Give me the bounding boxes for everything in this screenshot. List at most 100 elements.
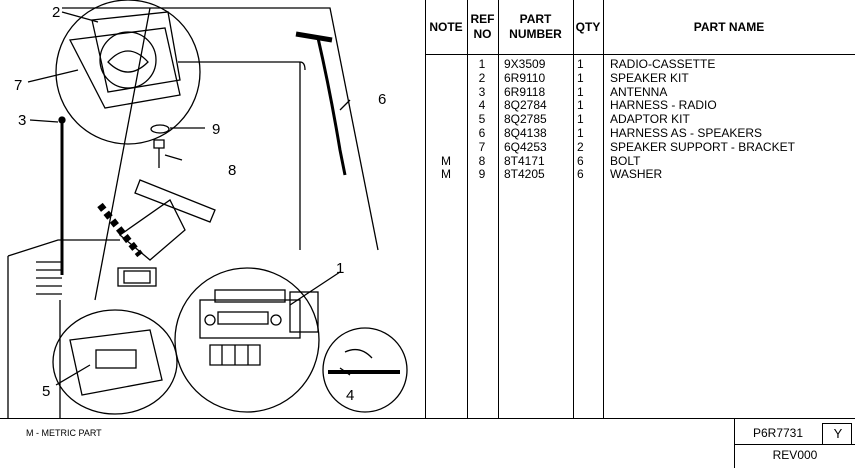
window-frame — [178, 61, 306, 71]
radio-knob-left — [204, 314, 216, 326]
doc-number: P6R7731 — [752, 426, 804, 440]
row-qty: 6 — [577, 167, 584, 182]
header-note-label: NOTE — [429, 19, 463, 34]
radio-display — [214, 289, 286, 303]
header-part-line2: NUMBER — [509, 27, 562, 41]
revision: REV000 — [772, 448, 818, 462]
row-note: M — [441, 167, 451, 182]
cab-lower-frame — [7, 239, 120, 418]
row-qty: 1 — [577, 98, 584, 113]
row-part-number: 8Q2785 — [504, 112, 547, 127]
callout-7: 7 — [14, 77, 22, 94]
row-qty: 1 — [577, 126, 584, 140]
header-qty-label: QTY — [575, 19, 601, 34]
cab-frame — [62, 7, 379, 301]
col-divider — [573, 0, 574, 418]
row-part-name: RADIO-CASSETTE — [610, 57, 716, 71]
row-ref-no: 6 — [478, 126, 486, 140]
header-ref-line2: NO — [473, 27, 492, 41]
harness-lead — [344, 348, 373, 359]
row-ref-no: 7 — [478, 139, 486, 154]
col-divider — [603, 0, 604, 418]
row-part-number: 8Q2784 — [504, 98, 547, 113]
row-part-number: 8T4205 — [504, 167, 545, 182]
row-ref-no: 3 — [478, 84, 486, 99]
row-part-number: 6R9118 — [504, 84, 546, 99]
control-buttons — [209, 344, 261, 366]
row-part-name: ADAPTOR KIT — [610, 112, 690, 127]
adaptor-detail-circle — [52, 309, 178, 415]
header-part-line1: PART — [519, 12, 552, 26]
footer-box-left — [734, 418, 735, 468]
row-ref-no: 4 — [478, 98, 486, 113]
row-part-name: ANTENNA — [610, 84, 668, 99]
row-qty: 1 — [577, 70, 584, 85]
row-part-name: WASHER — [610, 167, 663, 182]
callout-9: 9 — [212, 121, 220, 138]
radio-panel — [199, 299, 301, 339]
header-part-name: PART NAME — [603, 0, 855, 54]
harness-connector — [295, 31, 333, 43]
table-row: 2 6R9110 1 SPEAKER KIT — [425, 71, 855, 85]
speaker-harness — [316, 37, 347, 176]
row-qty: 2 — [577, 139, 584, 154]
row-qty: 1 — [577, 84, 584, 99]
table-border-left — [425, 0, 426, 418]
callout-5: 5 — [42, 383, 50, 400]
row-ref-no: 5 — [478, 112, 486, 127]
row-ref-no: 2 — [478, 70, 486, 85]
row-part-name: SPEAKER KIT — [610, 70, 689, 85]
row-ref-no: 1 — [478, 57, 486, 71]
row-part-number: 9X3509 — [504, 57, 546, 71]
radio-detail-circle — [174, 267, 320, 413]
header-part-number: PART NUMBER — [498, 0, 573, 54]
col-divider — [498, 0, 499, 418]
footer-box-div — [822, 423, 823, 444]
col-divider — [467, 0, 468, 418]
table-row: 1 9X3509 1 RADIO-CASSETTE — [425, 57, 855, 71]
header-divider — [425, 54, 855, 55]
speaker-cone — [99, 31, 157, 89]
speaker-housing — [91, 11, 181, 93]
washer — [150, 124, 170, 134]
exploded-diagram: 2 7 3 6 9 8 1 4 5 — [0, 0, 425, 418]
row-part-number: 6Q4253 — [504, 139, 547, 154]
metric-note: M - METRIC PART — [26, 428, 102, 438]
row-part-number: 8T4171 — [504, 153, 545, 168]
callout-6: 6 — [378, 91, 386, 108]
callout-3: 3 — [18, 112, 26, 129]
speaker-harness-fragment — [97, 202, 143, 258]
steering-column — [134, 179, 216, 223]
table-row: 5 8Q2785 1 ADAPTOR KIT — [425, 112, 855, 126]
footer: M - METRIC PART P6R7731 Y REV000 — [0, 418, 855, 468]
harness-detail-circle — [322, 327, 408, 413]
footer-top-rule — [0, 418, 855, 419]
row-part-number: 8Q4138 — [504, 126, 547, 140]
header-note: NOTE — [425, 0, 467, 54]
row-part-name: BOLT — [610, 153, 641, 168]
bolt — [153, 139, 165, 168]
footer-box-mid — [734, 444, 855, 445]
callout-4: 4 — [346, 387, 354, 404]
row-part-name: SPEAKER SUPPORT - BRACKET — [610, 139, 795, 154]
header-name-label: PART NAME — [693, 19, 765, 34]
table-row: 3 6R9118 1 ANTENNA — [425, 85, 855, 99]
table-row: 7 6Q4253 2 SPEAKER SUPPORT - BRACKET — [425, 140, 855, 154]
leader-lines — [27, 11, 351, 386]
row-part-number: 6R9110 — [504, 70, 546, 85]
antenna-tip — [58, 116, 66, 124]
row-qty: 1 — [577, 57, 584, 71]
adaptor-plate — [69, 329, 163, 396]
row-qty: 6 — [577, 153, 584, 168]
radio-cassette — [217, 311, 269, 325]
speaker-detail-circle — [55, 0, 201, 145]
vents — [36, 261, 62, 295]
callout-1: 1 — [336, 260, 344, 277]
radio-knob-right — [270, 314, 282, 326]
header-qty: QTY — [573, 0, 603, 54]
row-qty: 1 — [577, 112, 584, 127]
